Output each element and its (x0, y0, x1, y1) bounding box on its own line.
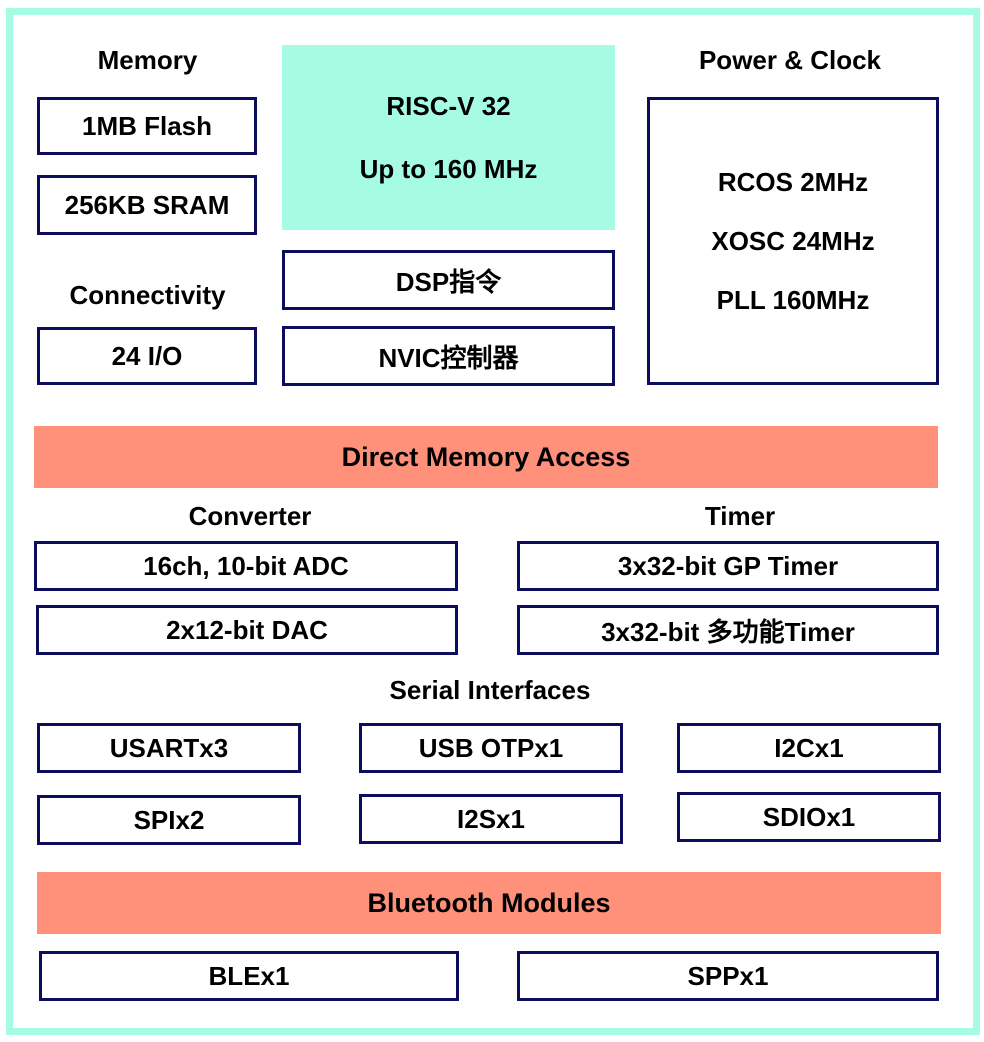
dac-block: 2x12-bit DAC (36, 605, 458, 655)
multifunction-timer-block: 3x32-bit 多功能Timer (517, 605, 939, 655)
cpu-core-name: RISC-V 32 (386, 90, 511, 121)
clock-rcos: RCOS 2MHz (717, 166, 869, 197)
converter-title: Converter (188, 500, 312, 531)
usart-block: USARTx3 (37, 723, 301, 773)
cpu-core-frequency: Up to 160 MHz (359, 153, 538, 184)
bluetooth-band: Bluetooth Modules (37, 872, 941, 934)
connectivity-io-block: 24 I/O (37, 327, 257, 385)
diagram-frame (6, 8, 980, 1035)
gp-timer-block: 3x32-bit GP Timer (517, 541, 939, 591)
usb-block: USB OTPx1 (359, 723, 623, 773)
adc-block: 16ch, 10-bit ADC (34, 541, 458, 591)
spi-block: SPIx2 (37, 795, 301, 845)
clock-pll: PLL 160MHz (716, 284, 870, 315)
connectivity-title: Connectivity (69, 279, 226, 310)
sdio-block: SDIOx1 (677, 792, 941, 842)
memory-sram-block: 256KB SRAM (37, 175, 257, 235)
memory-title: Memory (97, 44, 198, 75)
serial-interfaces-title: Serial Interfaces (389, 674, 591, 705)
dsp-block: DSP指令 (282, 250, 615, 310)
spp-block: SPPx1 (517, 951, 939, 1001)
nvic-block: NVIC控制器 (282, 326, 615, 386)
dma-band: Direct Memory Access (34, 426, 938, 488)
cpu-core-block: RISC-V 32 Up to 160 MHz (282, 45, 615, 230)
clock-xosc: XOSC 24MHz (711, 225, 875, 256)
timer-title: Timer (704, 500, 776, 531)
memory-flash-block: 1MB Flash (37, 97, 257, 155)
power-clock-block: RCOS 2MHz XOSC 24MHz PLL 160MHz (647, 97, 939, 385)
power-clock-title: Power & Clock (698, 44, 882, 75)
ble-block: BLEx1 (39, 951, 459, 1001)
i2s-block: I2Sx1 (359, 794, 623, 844)
i2c-block: I2Cx1 (677, 723, 941, 773)
